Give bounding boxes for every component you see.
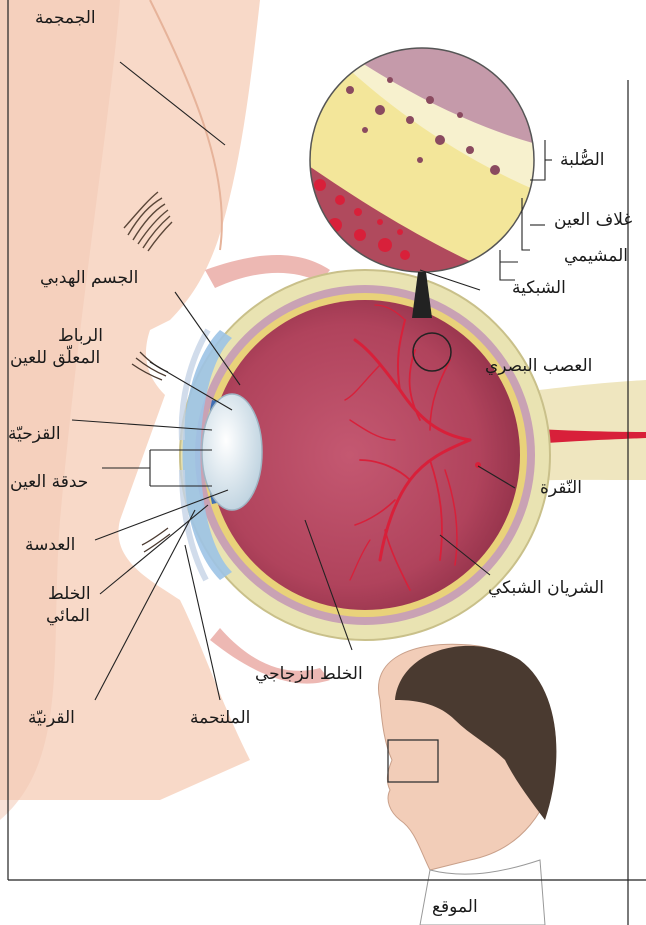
label-pupil: حدقة العين	[10, 472, 88, 492]
label-skull: الجمجمة	[35, 8, 96, 28]
label-retina: الشبكية	[512, 278, 566, 298]
label-retinal-artery: الشريان الشبكي	[488, 578, 604, 598]
label-cornea: القرنيّة	[28, 708, 75, 728]
label-iris: القزحيّة	[8, 424, 61, 444]
label-suspensory-ligament-1: الرباط	[58, 326, 103, 346]
label-location: الموقع	[432, 897, 478, 917]
label-suspensory-ligament-2: المعلّق للعين	[10, 348, 100, 368]
label-eye-coat: غلاف العين	[554, 210, 632, 230]
label-lens: العدسة	[25, 535, 75, 555]
head-location-illustration	[378, 644, 556, 925]
label-choroid: المشيمي	[564, 246, 628, 266]
label-sclera: الصُّلبة	[560, 150, 605, 170]
lens-shape	[202, 394, 262, 510]
label-aqueous-2: المائي	[46, 606, 90, 626]
label-fovea: النّقرة	[540, 478, 582, 498]
label-vitreous: الخلط الزجاجي	[255, 664, 363, 684]
label-ciliary-body: الجسم الهدبي	[40, 268, 138, 288]
label-conjunctiva: الملتحمة	[190, 708, 250, 728]
label-optic-nerve: العصب البصري	[485, 356, 592, 376]
label-aqueous-1: الخلط	[48, 584, 91, 604]
